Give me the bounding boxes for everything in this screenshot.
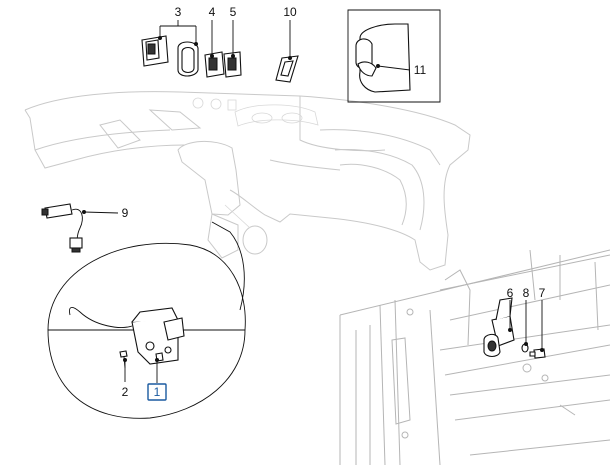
callout-11: 11: [414, 63, 427, 77]
bracket-6: [483, 297, 515, 358]
latch-switch-1: [69, 307, 185, 365]
detail-magnifier: [47, 221, 246, 419]
switch-blank-plate: [141, 35, 169, 67]
callout-4: 4: [209, 5, 216, 19]
switch-cover-10: [275, 55, 299, 83]
callout-labels: 3 4 5 10 11 9 2 1 6 8 7: [122, 5, 546, 401]
rocker-switch-4: [204, 51, 225, 78]
callout-5: 5: [230, 5, 237, 19]
callout-9: 9: [122, 206, 129, 220]
callout-10: 10: [283, 5, 297, 19]
callout-3: 3: [175, 5, 182, 19]
callout-6: 6: [507, 286, 514, 300]
sensor-9: [41, 203, 83, 253]
callout-1-highlight-box: [147, 383, 167, 401]
dashboard-outline: [24, 91, 471, 271]
callout-1: 1: [154, 385, 161, 399]
callout-2: 2: [122, 385, 129, 399]
callout-7: 7: [539, 286, 546, 300]
cabin-frame-outline: [339, 249, 610, 465]
rocker-switch-5: [223, 51, 242, 78]
leader-lines: [82, 20, 544, 383]
seal-profile-inset: [347, 9, 441, 103]
switch-bezel-ring: [177, 41, 199, 77]
callout-8: 8: [523, 286, 530, 300]
